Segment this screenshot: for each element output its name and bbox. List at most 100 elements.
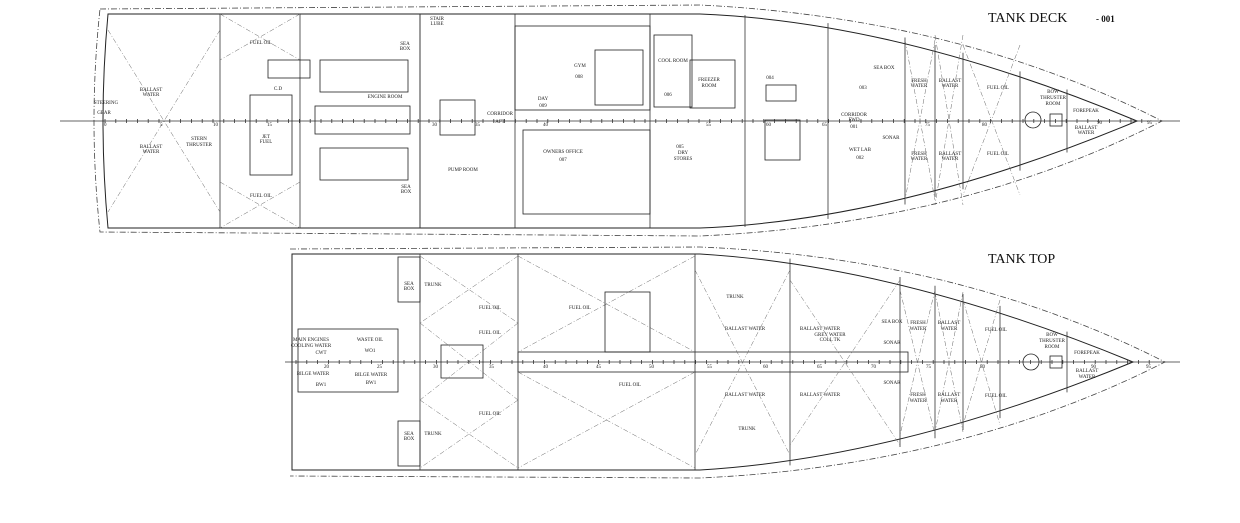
room-label: THRUSTER <box>1040 96 1067 101</box>
tank-label: WATER <box>910 327 927 332</box>
tank-label: BALLAST WATER <box>725 393 766 398</box>
room-label: FUEL OIL <box>987 152 1009 157</box>
room-label: SEA <box>401 185 411 190</box>
room-label: COOL ROOM <box>658 59 688 64</box>
tank-label: BALLAST WATER <box>725 327 766 332</box>
room-label: BOX <box>401 190 412 195</box>
tank-cross-line <box>934 291 964 433</box>
room-label: GEAR <box>97 111 111 116</box>
room-label: THRUSTER <box>186 143 213 148</box>
room-label: FUEL OIL <box>250 41 272 46</box>
room-label: PUMP ROOM <box>448 168 478 173</box>
tank-label: THRUSTER <box>1039 339 1066 344</box>
tank-label: COLL TK <box>820 338 841 343</box>
room-label: WATER <box>911 157 928 162</box>
room-label: STORES <box>674 157 693 162</box>
room-label: 004 <box>766 76 774 81</box>
room-label: DRY <box>678 151 689 156</box>
tank-deck-frame-ticks <box>104 119 1143 123</box>
frame-number: 90 <box>1091 365 1097 370</box>
tank-label: TRUNK <box>738 427 756 432</box>
tank-top-labels: SEA BOX TRUNK SEA BOX TRUNK FUEL OIL FUE… <box>291 282 1100 442</box>
frame-number: 80 <box>982 123 988 128</box>
frame-number: 35 <box>489 365 495 370</box>
room-label: WATER <box>143 93 160 98</box>
frame-number: 0 <box>104 123 107 128</box>
room-label: BALLAST <box>140 145 163 150</box>
tank-label: BALLAST WATER <box>800 393 841 398</box>
room-label: BALLAST <box>1075 126 1098 131</box>
tank-label: BOX <box>404 437 415 442</box>
tank-label: BALLAST <box>938 393 961 398</box>
tank-label: SEA <box>404 432 414 437</box>
tank-label: BILGE WATER <box>355 373 388 378</box>
room-label: ROOM <box>1045 102 1061 107</box>
tank-deck-title: TANK DECK <box>988 11 1067 26</box>
frame-number: 75 <box>926 365 932 370</box>
room-label: 001 <box>850 125 858 130</box>
tank-label: WATER <box>1079 375 1096 380</box>
tank-deck-outer-hull <box>93 4 1163 237</box>
tank-label: WATER <box>910 399 927 404</box>
room-label: BALLAST <box>939 79 962 84</box>
room-label: BOX <box>400 47 411 52</box>
frame-number: 60 <box>766 123 772 128</box>
room-label: LUBE <box>430 22 443 27</box>
tank-top-outer-hull <box>289 246 1166 479</box>
frame-number: 65 <box>817 365 823 370</box>
tank-label: TRUNK <box>424 432 442 437</box>
room-label: SONAR <box>883 136 901 141</box>
room-label: WATER <box>911 84 928 89</box>
tank-label: WASTE OIL <box>357 338 383 343</box>
tank-top-title: TANK TOP <box>988 252 1055 267</box>
tank-deck-hull <box>102 13 1139 229</box>
tank-cross-line <box>962 299 1001 426</box>
tank-deck-labels: FUEL OIL FUEL OIL BALLAST WATER BALLAST … <box>94 17 1099 199</box>
engine-room-equipment <box>249 14 421 228</box>
tank-label: FUEL OIL <box>985 394 1007 399</box>
room-label: SEA BOX <box>874 66 895 71</box>
frame-number: 10 <box>213 123 219 128</box>
room-label: JET <box>262 135 270 140</box>
room-label: WATER <box>1078 131 1095 136</box>
frame-number: 65 <box>822 123 828 128</box>
room-label: FRESH <box>911 152 927 157</box>
room-label: CORRIDOR <box>487 112 514 117</box>
tank-label: GREY WATER <box>814 333 846 338</box>
tank-label: FOREPEAK <box>1074 351 1100 356</box>
room-label: 007 <box>559 158 567 163</box>
room-label: CORRIDOR <box>841 113 868 118</box>
tank-cross-line <box>962 44 1021 196</box>
room-label: FUEL OIL <box>987 86 1009 91</box>
room-label: STERN <box>191 137 207 142</box>
room-label: OWNERS OFFICE <box>543 150 583 155</box>
tank-deck-plan: TANK DECK - 001 FUEL OIL FUEL OIL BALLAS… <box>60 4 1180 237</box>
room-label: ENGINE ROOM <box>368 95 403 100</box>
tank-label: FUEL OIL <box>479 331 501 336</box>
tank-label: FUEL OIL <box>619 383 641 388</box>
room-label: 005 <box>676 145 684 150</box>
tank-cross-line <box>934 34 964 206</box>
tank-deck-number: - 001 <box>1096 14 1115 24</box>
frame-number: 40 <box>543 123 549 128</box>
room-label: WATER <box>942 157 959 162</box>
room-label: 008 <box>575 75 583 80</box>
frame-number: 30 <box>433 365 439 370</box>
frame-number: 90 <box>1097 121 1103 126</box>
frame-number: 40 <box>543 365 549 370</box>
tank-label: SEA <box>404 282 414 287</box>
tank-label: FRESH <box>910 393 926 398</box>
room-label: 006 <box>664 93 672 98</box>
frame-number: 25 <box>377 365 383 370</box>
frame-number: 80 <box>980 365 986 370</box>
tank-cross-line <box>904 39 936 201</box>
tank-label: SONAR <box>884 341 902 346</box>
tank-cross-line <box>789 279 901 446</box>
room-label: BALLAST <box>140 88 163 93</box>
tank-label: BOX <box>404 287 415 292</box>
tank-cross-line <box>694 269 791 456</box>
frame-number: 20 <box>324 365 330 370</box>
tank-label: WATER <box>941 327 958 332</box>
room-label: BOW <box>1047 90 1059 95</box>
